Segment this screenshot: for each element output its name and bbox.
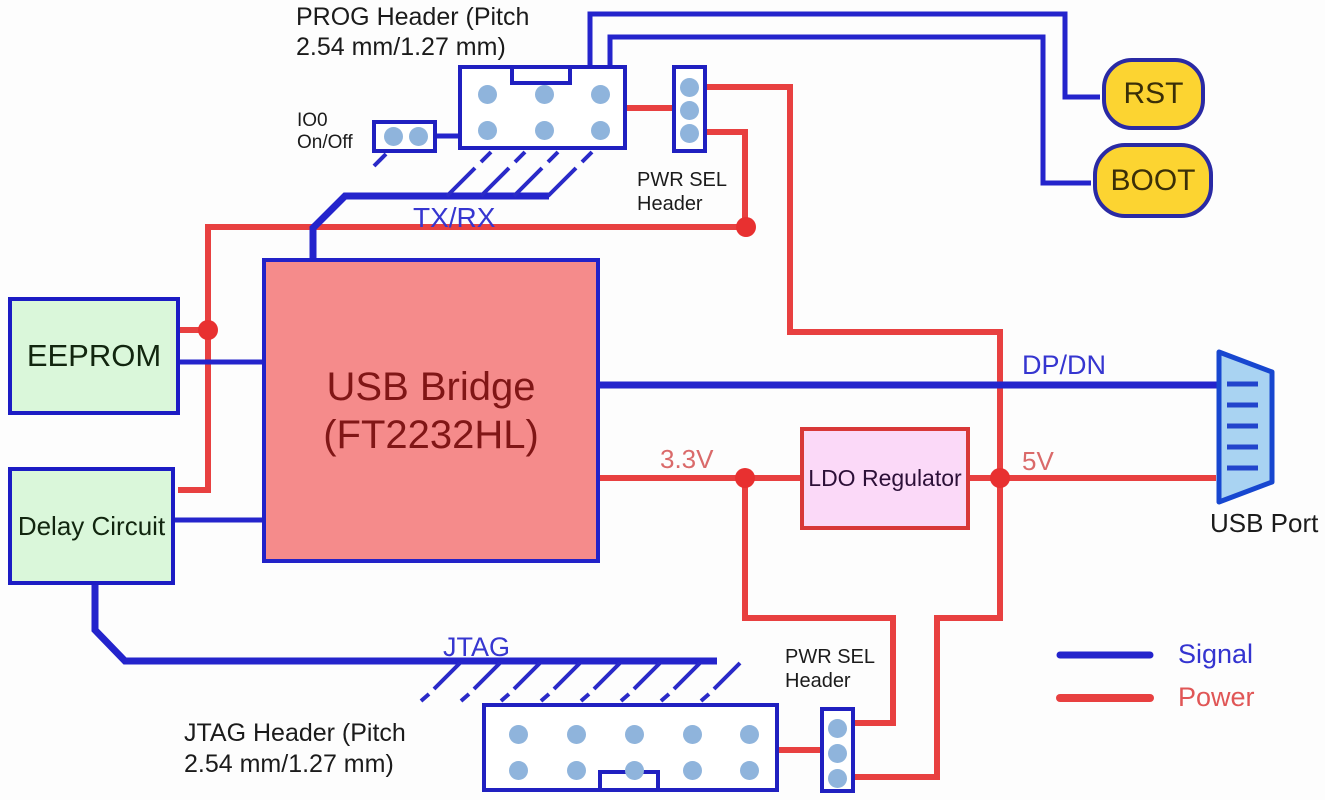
5v-net-label: 5V <box>1022 446 1054 476</box>
legend-power-label: Power <box>1178 682 1255 712</box>
jtag-net-label: JTAG <box>443 632 510 662</box>
hatch-io0 <box>372 152 388 168</box>
usb-port-label: USB Port <box>1210 508 1319 538</box>
pwr-sel-pin <box>828 719 847 738</box>
power-wire-5v-feed <box>705 84 1003 481</box>
usb-bridge-block: USB Bridge (FT2232HL) <box>262 258 600 563</box>
delay-circuit-label: Delay Circuit <box>17 510 166 541</box>
pwr-sel-pin <box>680 101 699 120</box>
prog-header-label: PROG Header (Pitch 2.54 mm/1.27 mm) <box>296 3 530 61</box>
prog-header-notch <box>510 65 572 85</box>
prog-pin <box>535 85 554 104</box>
pwr-sel-header-bottom <box>820 707 855 793</box>
usb-bridge-label: USB Bridge (FT2232HL) <box>323 364 539 457</box>
jtag-header <box>482 703 779 792</box>
hatch-prog-3 <box>512 150 560 198</box>
junction-5v <box>990 468 1010 488</box>
io0-jumper <box>372 120 437 153</box>
power-wire-left-vertical <box>178 224 211 493</box>
prog-pin <box>535 121 554 140</box>
prog-pin <box>591 121 610 140</box>
hatch-jtag-2 <box>459 661 502 703</box>
prog-bus-hatches <box>372 150 594 198</box>
jtag-pin <box>683 761 702 780</box>
rst-button: RST <box>1102 58 1205 130</box>
power-wire-3v3-down <box>742 475 896 726</box>
jtag-header-label: JTAG Header (Pitch 2.54 mm/1.27 mm) <box>184 719 406 778</box>
junction-txrx-rail <box>736 217 756 237</box>
legend-signal-label: Signal <box>1178 639 1254 669</box>
jtag-pin <box>567 761 586 780</box>
jtag-pin <box>567 725 586 744</box>
pwr-sel-pin <box>680 124 699 143</box>
jtag-pin <box>625 761 644 780</box>
signal-bus-jtag <box>91 583 717 665</box>
3v3-net-label: 3.3V <box>660 444 714 474</box>
hatch-jtag-1 <box>419 661 462 703</box>
delay-circuit-block: Delay Circuit <box>8 467 175 585</box>
hatch-prog-2 <box>479 150 527 198</box>
pwr-sel-pin <box>828 769 847 788</box>
boot-button: BOOT <box>1093 143 1213 218</box>
prog-pin <box>478 121 497 140</box>
pwr-sel-pin <box>680 78 699 97</box>
jtag-pin <box>509 761 528 780</box>
dpdn-net-label: DP/DN <box>1022 350 1107 380</box>
ldo-label: LDO Regulator <box>808 465 962 491</box>
eeprom-label: EEPROM <box>26 338 162 373</box>
signal-wire-boot <box>607 34 1091 186</box>
txrx-net-label: TX/RX <box>413 202 496 233</box>
jtag-pin <box>740 761 759 780</box>
hatch-jtag-4 <box>539 661 582 703</box>
jtag-pin <box>625 725 644 744</box>
pwr-sel-pin <box>828 744 847 763</box>
junction-eeprom <box>198 320 218 340</box>
prog-pin <box>478 85 497 104</box>
pwr-sel-top-label: PWR SEL Header <box>637 169 728 215</box>
power-wire-5v-down <box>855 475 1003 780</box>
signal-wire-rst <box>587 11 1100 100</box>
jtag-bus-hatches <box>419 661 742 703</box>
hatch-jtag-6 <box>619 661 662 703</box>
boot-label: BOOT <box>1110 163 1196 197</box>
jtag-pin <box>509 725 528 744</box>
hatch-jtag-3 <box>499 661 542 703</box>
io0-pin <box>384 127 403 146</box>
hatch-prog-1 <box>445 150 493 198</box>
eeprom-block: EEPROM <box>8 297 180 415</box>
hatch-jtag-5 <box>579 661 622 703</box>
ldo-regulator-block: LDO Regulator <box>800 427 970 530</box>
jtag-pin <box>740 725 759 744</box>
io0-pin <box>409 127 428 146</box>
rst-label: RST <box>1123 77 1184 110</box>
usb-port-shape <box>1216 349 1275 505</box>
prog-header <box>458 65 627 150</box>
jtag-pin <box>683 725 702 744</box>
hatch-prog-4 <box>546 150 594 198</box>
hatch-jtag-7 <box>659 661 702 703</box>
junction-3v3 <box>735 468 755 488</box>
pwr-sel-bottom-label: PWR SEL Header <box>785 646 876 692</box>
io0-label: IO0 On/Off <box>297 110 353 153</box>
hatch-jtag-8 <box>699 661 742 703</box>
junction-dots <box>198 217 1010 488</box>
prog-pin <box>591 85 610 104</box>
power-wire-pwrsel-pin3 <box>705 129 748 230</box>
pwr-sel-header-top <box>672 65 707 153</box>
usb-port-pins <box>1227 381 1258 471</box>
